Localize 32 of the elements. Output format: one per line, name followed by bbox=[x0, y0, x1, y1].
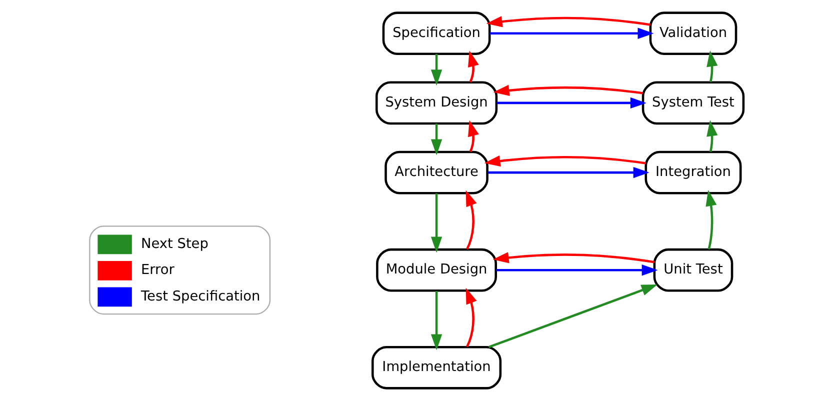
arrow bbox=[468, 50, 478, 83]
node-box: Module Design bbox=[376, 248, 496, 292]
arrow bbox=[492, 84, 643, 96]
node-box: Architecture bbox=[384, 150, 488, 194]
arrow bbox=[430, 54, 442, 86]
legend-label: Test Specification bbox=[140, 288, 260, 304]
node-box: System Design bbox=[375, 81, 498, 125]
legend-label: Error bbox=[140, 262, 174, 278]
node-box: Validation bbox=[648, 12, 737, 56]
arrow bbox=[496, 264, 658, 276]
arrow bbox=[430, 193, 442, 253]
arrow bbox=[465, 288, 476, 348]
node-box: Unit Test bbox=[652, 248, 733, 292]
node-box: System Test bbox=[641, 81, 744, 125]
arrow bbox=[706, 120, 718, 152]
arrow bbox=[430, 290, 442, 350]
arrow bbox=[489, 28, 654, 39]
arrow bbox=[486, 16, 650, 28]
arrow bbox=[484, 156, 646, 167]
node-box: Integration bbox=[644, 150, 742, 194]
arrow bbox=[468, 120, 478, 152]
arrow bbox=[706, 50, 718, 82]
arrow bbox=[465, 190, 476, 250]
arrow bbox=[488, 284, 657, 348]
node-box: Specification bbox=[382, 12, 490, 56]
arrow bbox=[705, 190, 716, 250]
arrow bbox=[496, 97, 646, 109]
legend-label: Next Step bbox=[140, 236, 208, 252]
node-box: Implementation bbox=[371, 346, 502, 390]
arrow bbox=[430, 124, 442, 156]
arrow bbox=[492, 252, 654, 264]
arrow bbox=[487, 166, 649, 178]
